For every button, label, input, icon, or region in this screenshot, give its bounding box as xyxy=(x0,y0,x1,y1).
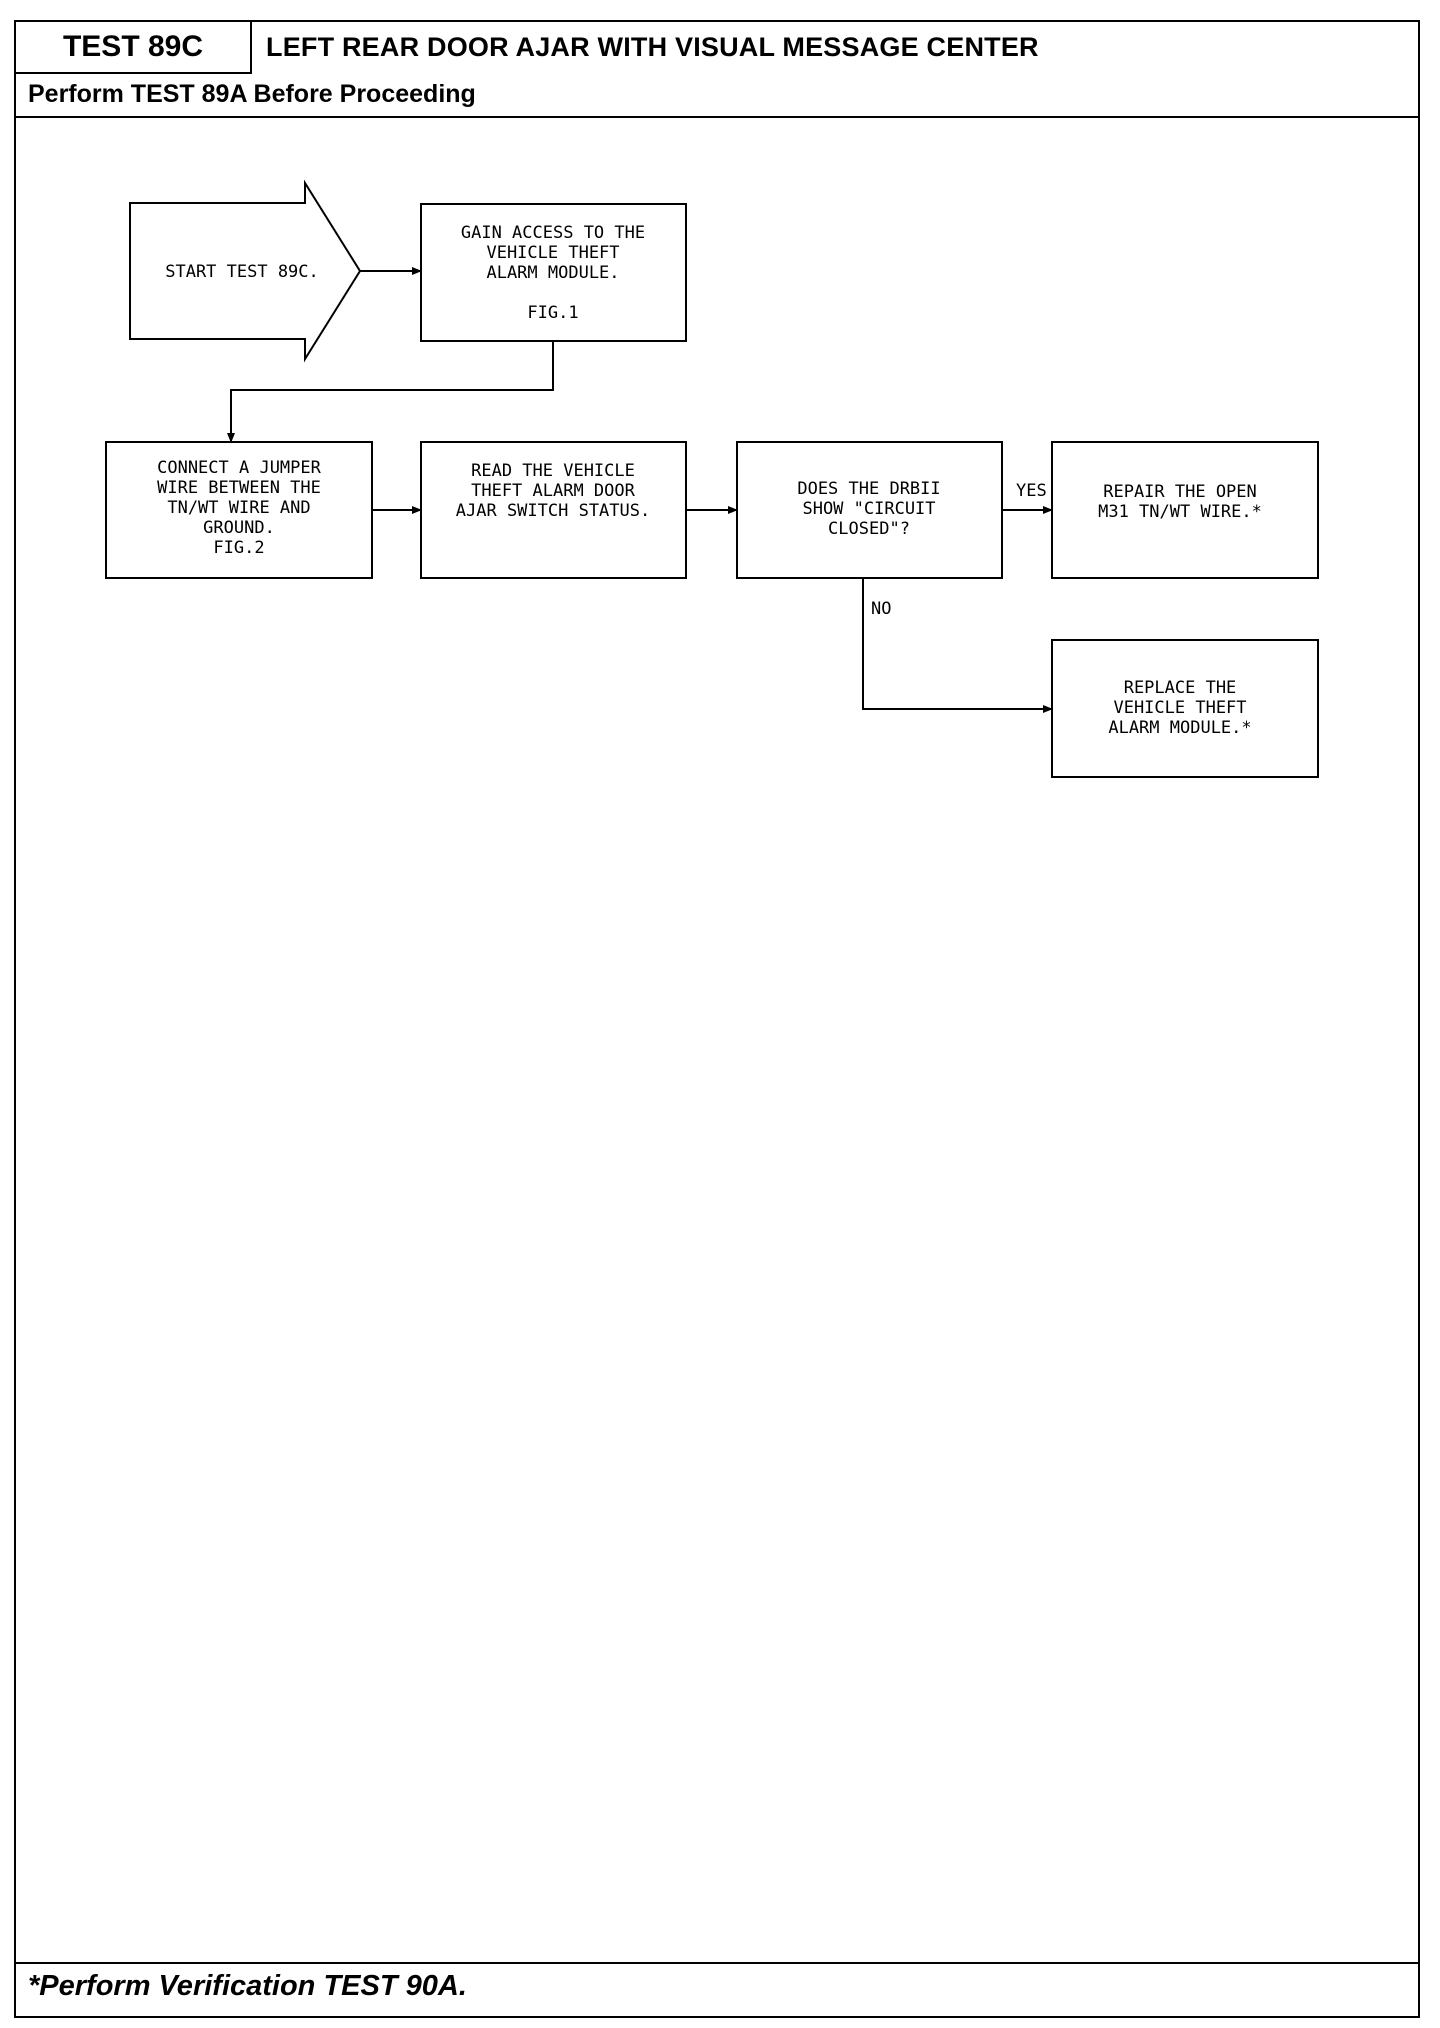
node-text-line: SHOW "CIRCUIT xyxy=(802,499,935,519)
node-text-line: AJAR SWITCH STATUS. xyxy=(456,501,650,521)
node-text-line xyxy=(548,283,558,303)
node-text-line: CONNECT A JUMPER xyxy=(157,458,322,478)
read-status-box xyxy=(420,441,687,579)
footer-note: *Perform Verification TEST 90A. xyxy=(28,1970,467,2002)
node-text-line: VEHICLE THEFT xyxy=(486,243,619,263)
node-text-line: ALARM MODULE. xyxy=(486,263,619,283)
node-text-line: ALARM MODULE.* xyxy=(1108,718,1251,738)
page-frame: TEST 89C LEFT REAR DOOR AJAR WITH VISUAL… xyxy=(14,20,1420,2018)
node-text-line: TN/WT WIRE AND xyxy=(167,498,310,518)
node-text-line: FIG.1 xyxy=(527,303,578,323)
node-text-line: WIRE BETWEEN THE xyxy=(157,478,321,498)
no-label: NO xyxy=(871,599,891,619)
node-text-line: DOES THE DRBII xyxy=(797,479,940,499)
question-box xyxy=(736,441,1003,579)
node-text-line: VEHICLE THEFT xyxy=(1113,698,1246,718)
node-text-line: READ THE VEHICLE xyxy=(471,461,635,481)
yes-label: YES xyxy=(1016,481,1047,501)
node-text-line: FIG.2 xyxy=(213,538,264,558)
repair-box xyxy=(1051,441,1319,579)
start-text: START TEST 89C. xyxy=(165,262,319,282)
replace-box xyxy=(1051,639,1319,778)
test-id-box: TEST 89C xyxy=(16,22,252,74)
node-text-line: REPLACE THE xyxy=(1124,678,1237,698)
prerequisite-note: Perform TEST 89A Before Proceeding xyxy=(28,80,476,108)
node-text-line: START TEST 89C. xyxy=(165,262,319,282)
start-arrow-shape xyxy=(129,179,362,363)
node-text-line: M31 TN/WT WIRE.* xyxy=(1098,502,1262,522)
jumper-box xyxy=(105,441,373,579)
node-text-line: CLOSED"? xyxy=(828,519,910,539)
node-text-line: THEFT ALARM DOOR xyxy=(471,481,636,501)
node-text-line: GAIN ACCESS TO THE xyxy=(461,223,645,243)
access-box xyxy=(420,203,687,342)
connector-no xyxy=(862,578,1053,713)
node-text-line: REPAIR THE OPEN xyxy=(1103,482,1257,502)
page-title: LEFT REAR DOOR AJAR WITH VISUAL MESSAGE … xyxy=(266,32,1039,62)
footer-divider xyxy=(16,1962,1418,1964)
connector-access-to-jumper xyxy=(227,341,554,443)
node-text-line: GROUND. xyxy=(203,518,275,538)
test-id: TEST 89C xyxy=(62,30,204,63)
header-divider xyxy=(16,116,1418,118)
